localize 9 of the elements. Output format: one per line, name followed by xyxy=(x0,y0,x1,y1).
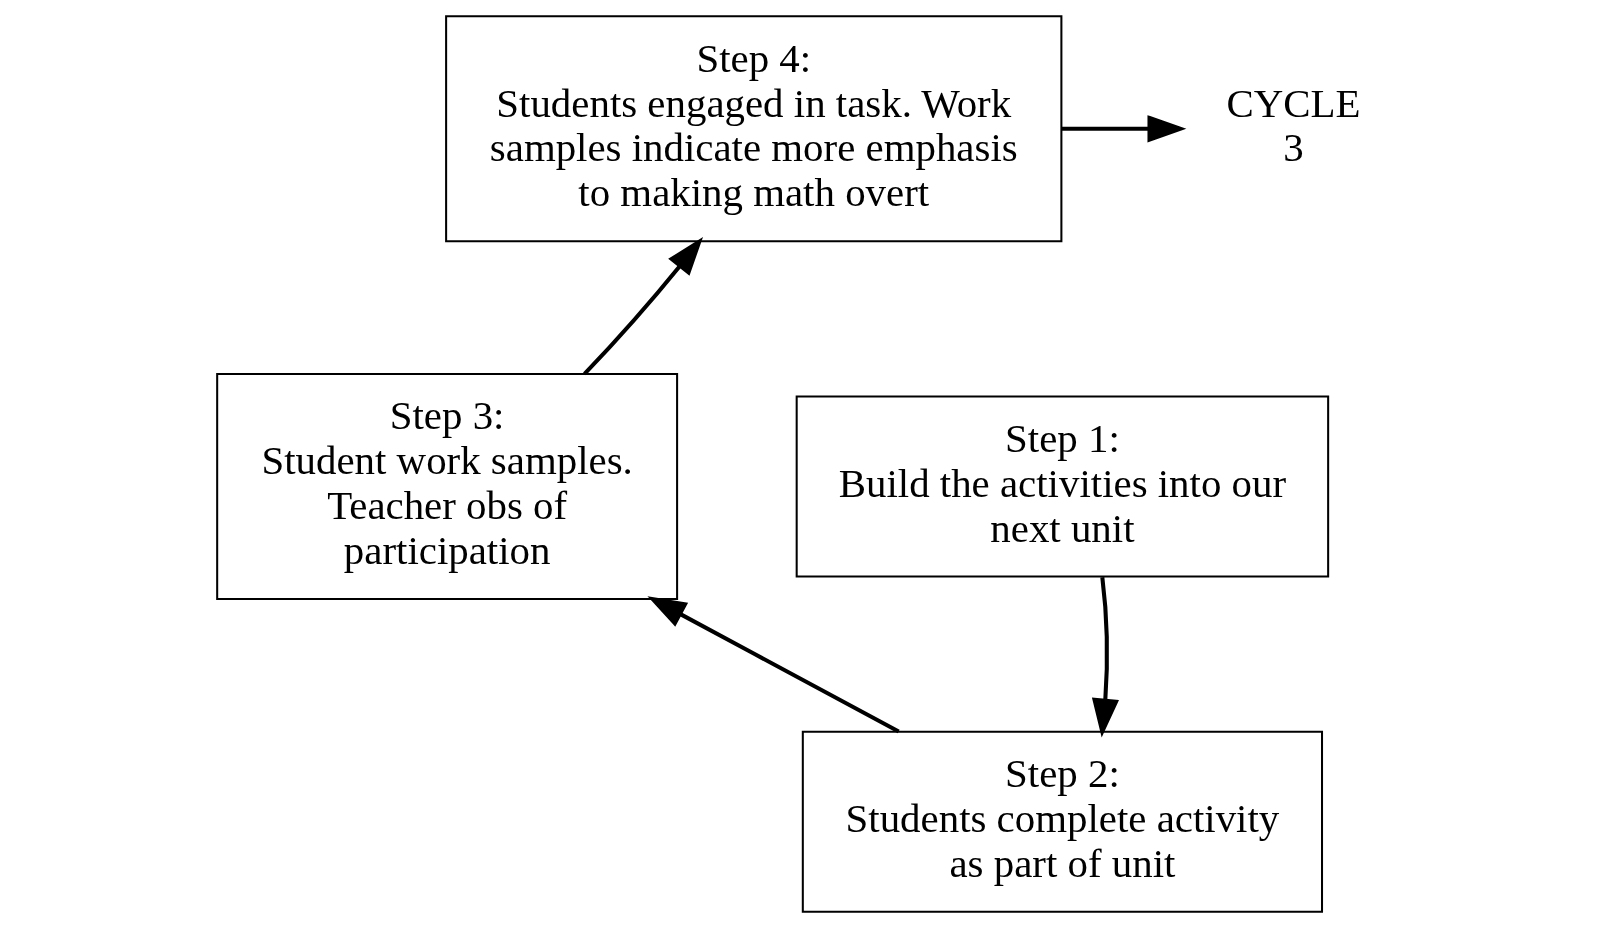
arrow xyxy=(1091,577,1119,738)
node-box: Step 1: Build the activities into our next unit xyxy=(795,395,1329,578)
node-box: Step 3: Student work samples. Teacher obs of participation xyxy=(215,373,678,600)
arrow xyxy=(1061,115,1186,143)
node-text: CYCLE 3 xyxy=(1225,80,1360,171)
node-box: Step 4: Students engaged in task. Work samples indicate more emphasis to making math overt xyxy=(444,15,1062,243)
node-box: Step 2: Students complete activity as part of unit xyxy=(801,730,1323,913)
arrow xyxy=(646,596,900,734)
arrow xyxy=(582,236,703,376)
